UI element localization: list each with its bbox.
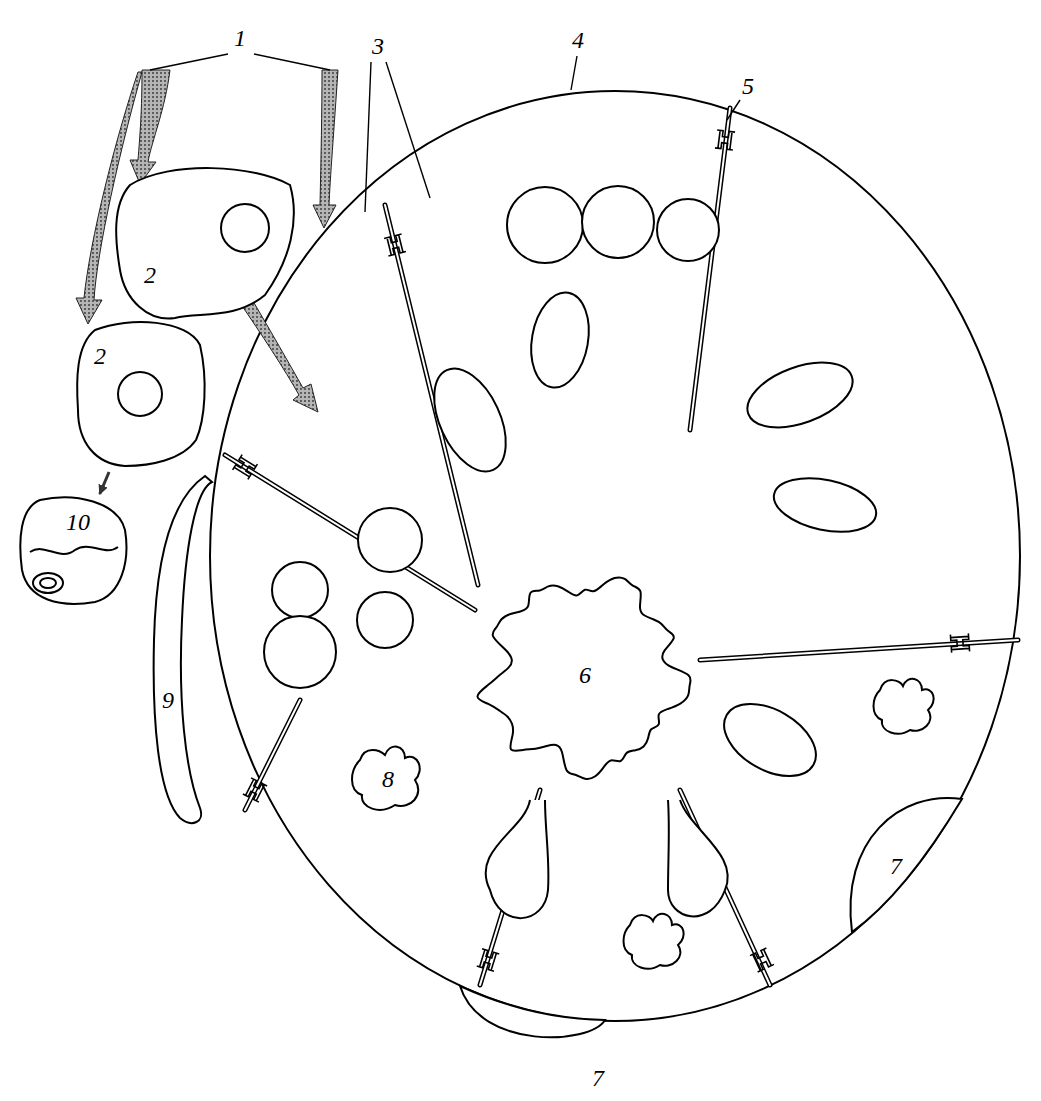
illustration-part — [486, 800, 549, 918]
blood-capillary: 10 — [18, 494, 133, 608]
germ-cell: 8 — [348, 738, 430, 818]
illustration-part — [150, 54, 228, 70]
illustration-part — [233, 455, 258, 480]
cell-outline-path — [352, 747, 420, 810]
illustration-part — [668, 800, 728, 916]
callout-number: 4 — [572, 28, 584, 52]
tubule-lumen: 6 — [460, 550, 710, 800]
germ-cells — [264, 186, 934, 969]
cell-detail — [30, 547, 118, 554]
tubule-wall — [210, 91, 1020, 1021]
cell-outline-path — [154, 476, 212, 823]
illustration-part — [225, 108, 1018, 985]
illustration-part — [524, 288, 596, 392]
cell-outline-path — [460, 986, 605, 1037]
callout-number: 2 — [94, 344, 106, 368]
leydig-cell: 2 — [108, 158, 308, 326]
callout-number: 7 — [890, 854, 902, 878]
sertoli-borders — [225, 108, 1018, 985]
illustration-part — [769, 470, 881, 541]
illustration-part — [358, 508, 422, 572]
illustration-part — [507, 187, 583, 263]
leydig-cell: 2 — [72, 312, 214, 472]
callout-number: 3 — [372, 34, 384, 58]
callout-number: 8 — [382, 767, 394, 791]
callout-number: 2 — [144, 263, 156, 287]
illustration-part — [874, 679, 934, 734]
myoid-cell: 9 — [148, 470, 218, 832]
illustration-part — [264, 616, 336, 688]
illustration-part — [950, 633, 969, 652]
cell-outline-path — [850, 798, 962, 932]
illustration-part — [750, 948, 774, 972]
secretion-arrow — [100, 472, 109, 494]
illustration-part — [690, 108, 730, 430]
illustration-part — [715, 130, 735, 150]
illustration-part — [243, 778, 267, 802]
illustration-part — [727, 100, 740, 120]
illustration-part — [313, 70, 338, 228]
cell-detail — [33, 573, 63, 593]
illustration-part — [384, 234, 406, 256]
illustration-part — [272, 562, 328, 618]
callout-number: 9 — [162, 688, 174, 712]
callout-number: 5 — [742, 74, 754, 98]
cell-outline-path — [20, 497, 126, 604]
cell-detail — [40, 578, 56, 588]
basal-cell: 7 — [840, 785, 970, 940]
illustration-part — [657, 199, 719, 261]
cell-outline-path — [477, 577, 690, 779]
illustration-part — [238, 296, 318, 412]
illustration-part — [245, 700, 300, 810]
illustration-part — [477, 949, 499, 971]
illustration-part — [582, 186, 654, 258]
illustration-part — [420, 357, 521, 482]
basal-cell: 7 — [450, 978, 620, 1095]
illustration-part — [571, 56, 577, 90]
illustration-part — [225, 108, 1018, 985]
callout-number: 7 — [592, 1066, 604, 1090]
callout-number: 1 — [234, 26, 246, 50]
junction-symbols — [233, 130, 970, 972]
cell-outline-path — [116, 168, 294, 318]
illustration-part — [225, 455, 475, 610]
cell-outline — [840, 785, 970, 940]
illustration-part — [365, 62, 371, 212]
illustration-part — [712, 689, 829, 791]
illustration-part — [245, 700, 300, 810]
cell-detail — [118, 372, 162, 416]
illustration-part — [739, 350, 862, 440]
cell-outline — [72, 312, 214, 472]
cell-outline — [108, 158, 308, 326]
cell-outline-path — [77, 322, 204, 466]
illustration-part — [624, 914, 684, 969]
illustration-part — [386, 62, 430, 198]
callout-number: 10 — [66, 510, 90, 534]
cell-detail — [221, 204, 269, 252]
illustration-part — [357, 592, 413, 648]
callout-number: 6 — [579, 663, 591, 687]
illustration-part — [254, 54, 330, 70]
cell-outline — [148, 470, 218, 832]
illustration-part — [690, 108, 730, 430]
illustration-part — [225, 455, 475, 610]
